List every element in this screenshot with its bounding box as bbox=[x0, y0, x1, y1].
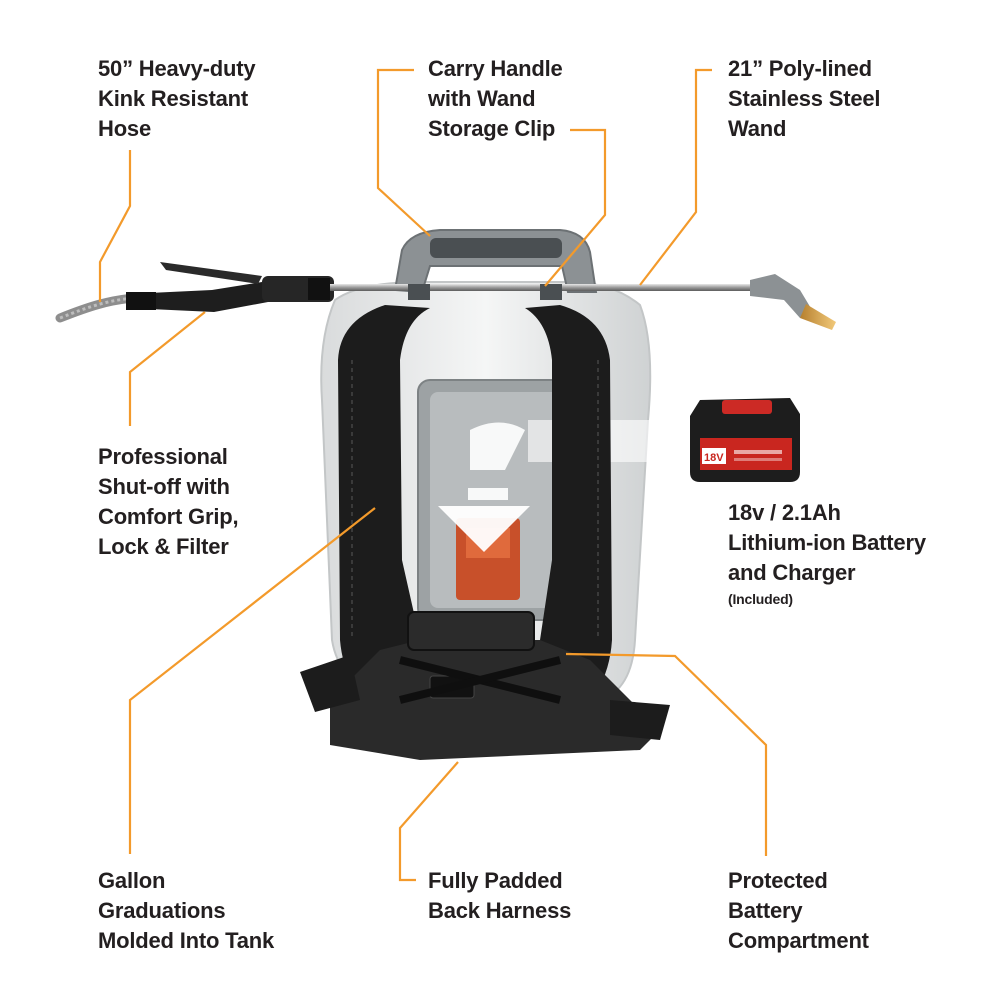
callout-shutoff: Professional Shut-off with Comfort Grip,… bbox=[98, 442, 239, 562]
callout-handle-line-3: Storage Clip bbox=[428, 116, 556, 141]
callout-harness-line-1: Fully Padded bbox=[428, 868, 563, 893]
leader-wand bbox=[639, 68, 712, 286]
leader-shutoff bbox=[128, 311, 206, 426]
wand-nozzle bbox=[750, 274, 812, 318]
leader-wand-clip bbox=[544, 128, 607, 287]
shutoff-grip bbox=[128, 282, 268, 312]
callout-compartment-line-1: Protected bbox=[728, 868, 828, 893]
callout-shutoff-line-4: Lock & Filter bbox=[98, 534, 229, 559]
callout-hose-line-3: Hose bbox=[98, 116, 151, 141]
callout-wand: 21” Poly-lined Stainless Steel Wand bbox=[728, 54, 881, 144]
callout-battery-line-2: Lithium-ion Battery bbox=[728, 530, 926, 555]
callout-hose-line-1: 50” Heavy-duty bbox=[98, 56, 256, 81]
callout-gallon-line-2: Graduations bbox=[98, 898, 226, 923]
callout-wand-line-1: 21” Poly-lined bbox=[728, 56, 872, 81]
leader-hose bbox=[98, 150, 132, 302]
callout-shutoff-line-2: Shut-off with bbox=[98, 474, 230, 499]
callout-hose: 50” Heavy-duty Kink Resistant Hose bbox=[98, 54, 256, 144]
callout-harness: Fully Padded Back Harness bbox=[428, 866, 571, 926]
callout-harness-line-2: Back Harness bbox=[428, 898, 572, 923]
callout-shutoff-line-3: Comfort Grip, bbox=[98, 504, 239, 529]
callout-shutoff-line-1: Professional bbox=[98, 444, 228, 469]
leader-compartment bbox=[565, 652, 768, 856]
leader-harness bbox=[398, 761, 459, 882]
insert-arrow bbox=[438, 506, 530, 552]
callout-compartment-line-3: Compartment bbox=[728, 928, 869, 953]
callout-handle-line-2: with Wand bbox=[428, 86, 536, 111]
callout-compartment: Protected Battery Compartment bbox=[728, 866, 869, 956]
leader-handle bbox=[376, 68, 431, 237]
right-shoulder-strap bbox=[525, 305, 612, 722]
back-harness-pad bbox=[330, 640, 660, 760]
callout-hose-line-2: Kink Resistant bbox=[98, 86, 249, 111]
callout-battery-note: (Included) bbox=[728, 591, 793, 607]
callout-gallon-line-3: Molded Into Tank bbox=[98, 928, 275, 953]
callout-battery: 18v / 2.1Ah Lithium-ion Battery and Char… bbox=[728, 498, 926, 610]
callout-wand-line-3: Wand bbox=[728, 116, 787, 141]
callout-handle-line-1: Carry Handle bbox=[428, 56, 563, 81]
callout-compartment-line-2: Battery bbox=[728, 898, 803, 923]
battery-voltage-badge: 18V bbox=[704, 452, 724, 464]
callout-wand-line-2: Stainless Steel bbox=[728, 86, 881, 111]
left-shoulder-strap bbox=[338, 305, 430, 720]
callout-battery-line-3: and Charger bbox=[728, 560, 856, 585]
callout-handle: Carry Handle with Wand Storage Clip bbox=[428, 54, 563, 144]
callout-gallon-line-1: Gallon bbox=[98, 868, 166, 893]
callout-gallon: Gallon Graduations Molded Into Tank bbox=[98, 866, 274, 956]
leader-gallon bbox=[128, 507, 376, 854]
brass-tip bbox=[800, 304, 836, 330]
callout-battery-line-1: 18v / 2.1Ah bbox=[728, 500, 841, 525]
